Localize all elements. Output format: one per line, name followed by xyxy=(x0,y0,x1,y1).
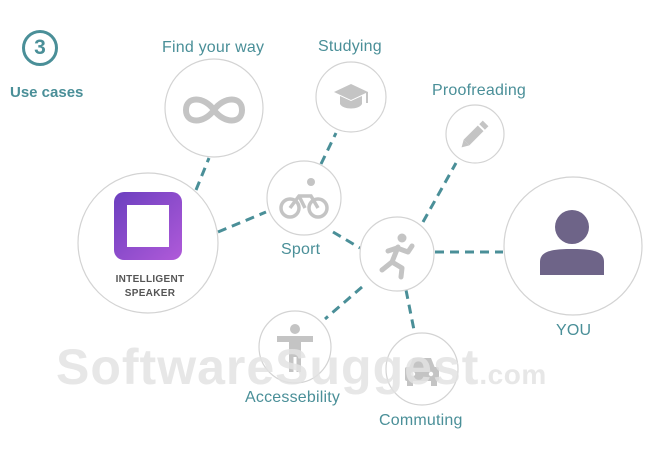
watermark: SoftwareSuggest.com xyxy=(56,338,547,396)
watermark-suffix: .com xyxy=(479,359,547,390)
connector-hub-commuting xyxy=(404,289,416,331)
accessibility-person-icon xyxy=(277,324,313,372)
label-you: YOU xyxy=(556,322,592,339)
step-number-badge: 3 xyxy=(22,30,58,66)
person-icon xyxy=(540,210,604,275)
speaker-logo-icon xyxy=(114,192,182,260)
connector-sport-hub xyxy=(332,230,361,250)
connector-hub-proofreading xyxy=(421,162,458,223)
pencil-icon xyxy=(461,120,489,148)
bicycle-icon xyxy=(279,178,329,219)
label-find-your-way: Find your way xyxy=(162,39,265,56)
connector-speaker-findyourway xyxy=(194,157,211,191)
connector-sport-studying xyxy=(319,132,338,165)
running-person-icon xyxy=(379,233,415,280)
speaker-caption-line-2: SPEAKER xyxy=(124,288,176,299)
label-sport: Sport xyxy=(281,241,321,258)
label-commuting: Commuting xyxy=(379,412,463,429)
speaker-caption-line-1: INTELLIGENT xyxy=(115,274,185,285)
label-studying: Studying xyxy=(318,38,382,55)
section-title: Use cases xyxy=(10,84,84,101)
node-you-circle xyxy=(503,176,643,316)
node-sport-circle xyxy=(266,160,342,236)
connectors xyxy=(194,132,503,331)
graduation-cap-icon xyxy=(334,84,368,109)
speaker-caption: INTELLIGENT SPEAKER xyxy=(100,273,200,301)
connector-speaker-sport xyxy=(217,210,267,234)
connector-hub-accessebility xyxy=(324,285,363,321)
label-proofreading: Proofreading xyxy=(432,82,527,99)
watermark-main: SoftwareSuggest xyxy=(56,339,480,395)
car-icon xyxy=(405,358,439,386)
infinity-icon xyxy=(183,96,245,124)
label-accessebility: Accessebility xyxy=(245,389,341,406)
